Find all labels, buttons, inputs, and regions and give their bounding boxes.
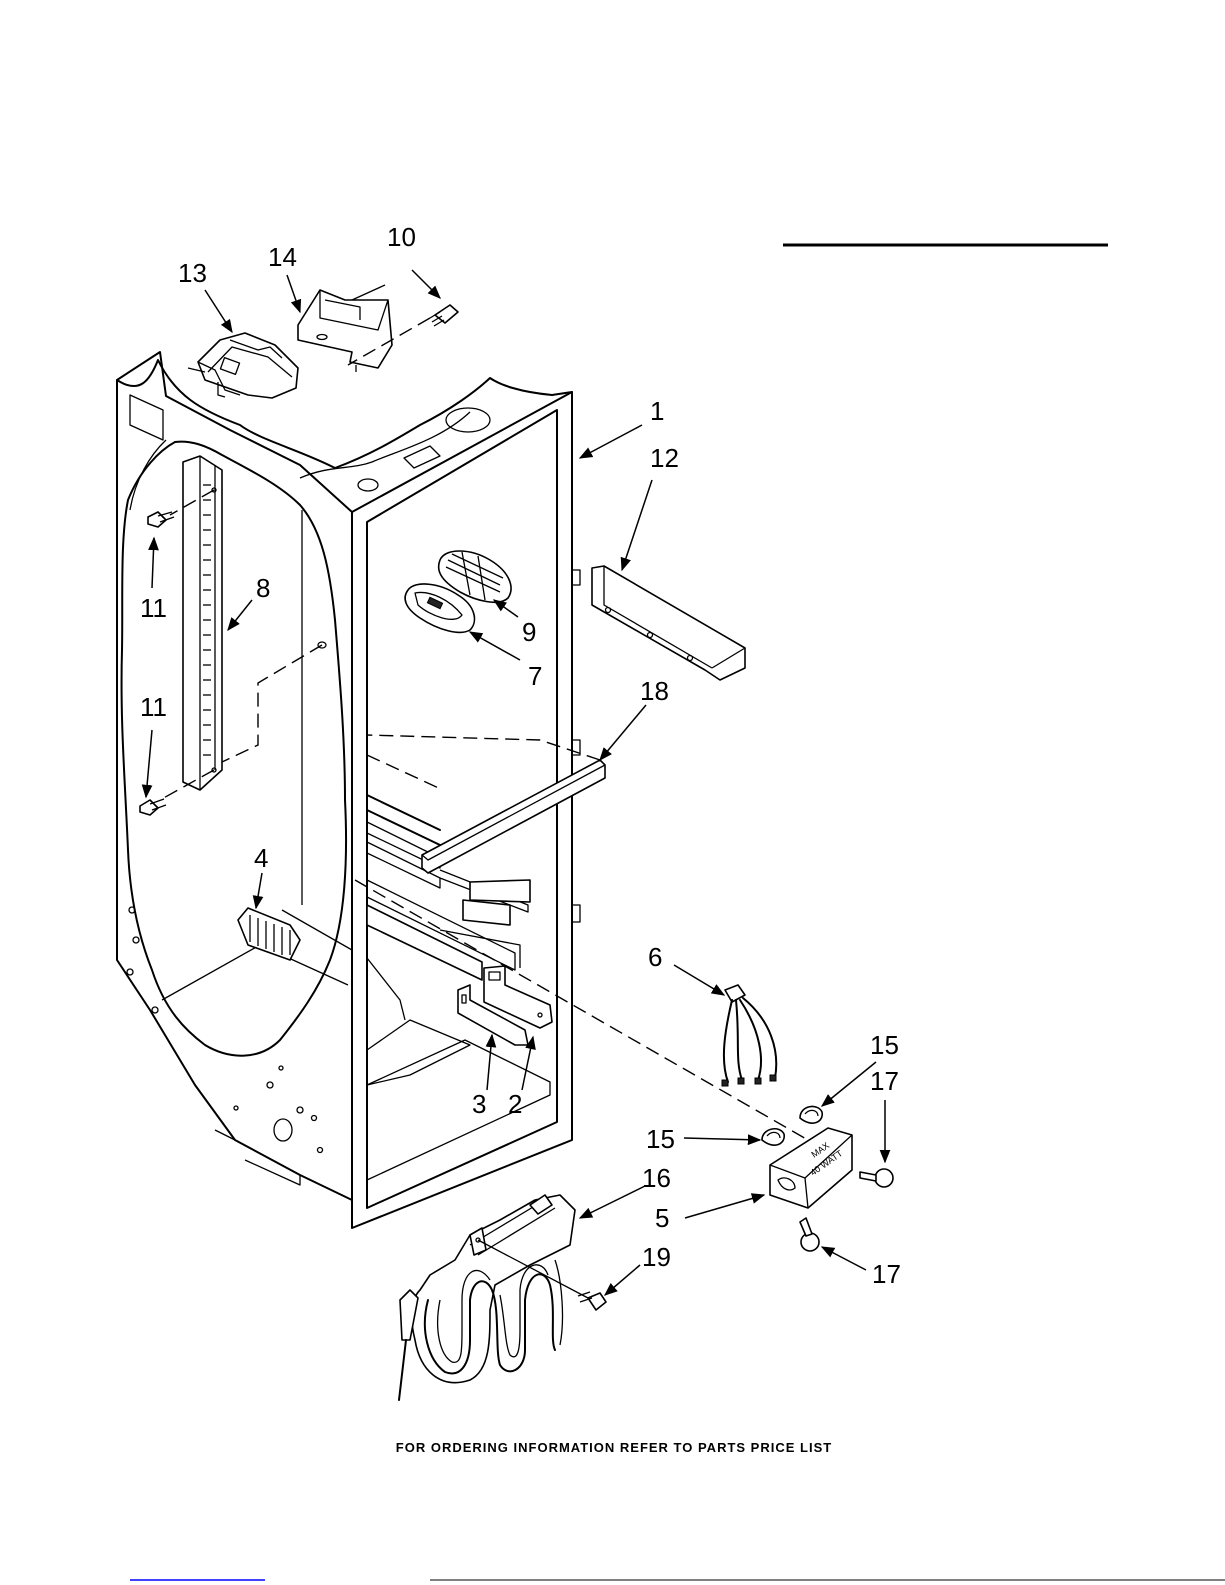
callout-6: 6 <box>648 942 662 972</box>
callout-11-upper: 11 <box>140 593 167 623</box>
callout-13: 13 <box>178 258 207 288</box>
callout-5: 5 <box>655 1203 669 1233</box>
callout-1: 1 <box>650 396 664 426</box>
callout-8: 8 <box>256 573 270 603</box>
part-17-pin-right <box>860 1169 893 1187</box>
callout-2: 2 <box>508 1089 522 1119</box>
callout-4: 4 <box>254 843 268 873</box>
callout-12: 12 <box>650 443 679 473</box>
part-17-pin-bottom <box>800 1218 819 1251</box>
part-19-screw <box>578 1292 606 1310</box>
part-5-light-housing: MAX 40 WATT <box>355 880 852 1208</box>
callout-17-upper: 17 <box>870 1066 899 1096</box>
part-14-bracket <box>298 285 392 372</box>
part-6-wire-harness <box>722 985 776 1086</box>
part-15-clip-upper <box>800 1106 822 1123</box>
part-11-screw-lower <box>140 799 166 815</box>
ordering-info-footer: FOR ORDERING INFORMATION REFER TO PARTS … <box>396 1440 832 1455</box>
callout-14: 14 <box>268 242 297 272</box>
callout-17-lower: 17 <box>872 1259 901 1289</box>
callout-10: 10 <box>387 222 416 252</box>
callout-19: 19 <box>642 1242 671 1272</box>
callout-7: 7 <box>528 661 542 691</box>
part-12-channel <box>592 566 745 680</box>
callout-18: 18 <box>640 676 669 706</box>
part-18-crossbar <box>367 735 605 873</box>
callout-15-upper: 15 <box>870 1030 899 1060</box>
callout-11-lower: 11 <box>140 692 167 722</box>
callout-15-lower: 15 <box>646 1124 675 1154</box>
callout-3: 3 <box>472 1089 486 1119</box>
part-13-thermostat-housing <box>188 333 298 398</box>
part-15-clip-lower <box>762 1129 784 1145</box>
part-16-evaporator <box>399 1195 588 1400</box>
callout-16: 16 <box>642 1163 671 1193</box>
callout-9: 9 <box>522 617 536 647</box>
